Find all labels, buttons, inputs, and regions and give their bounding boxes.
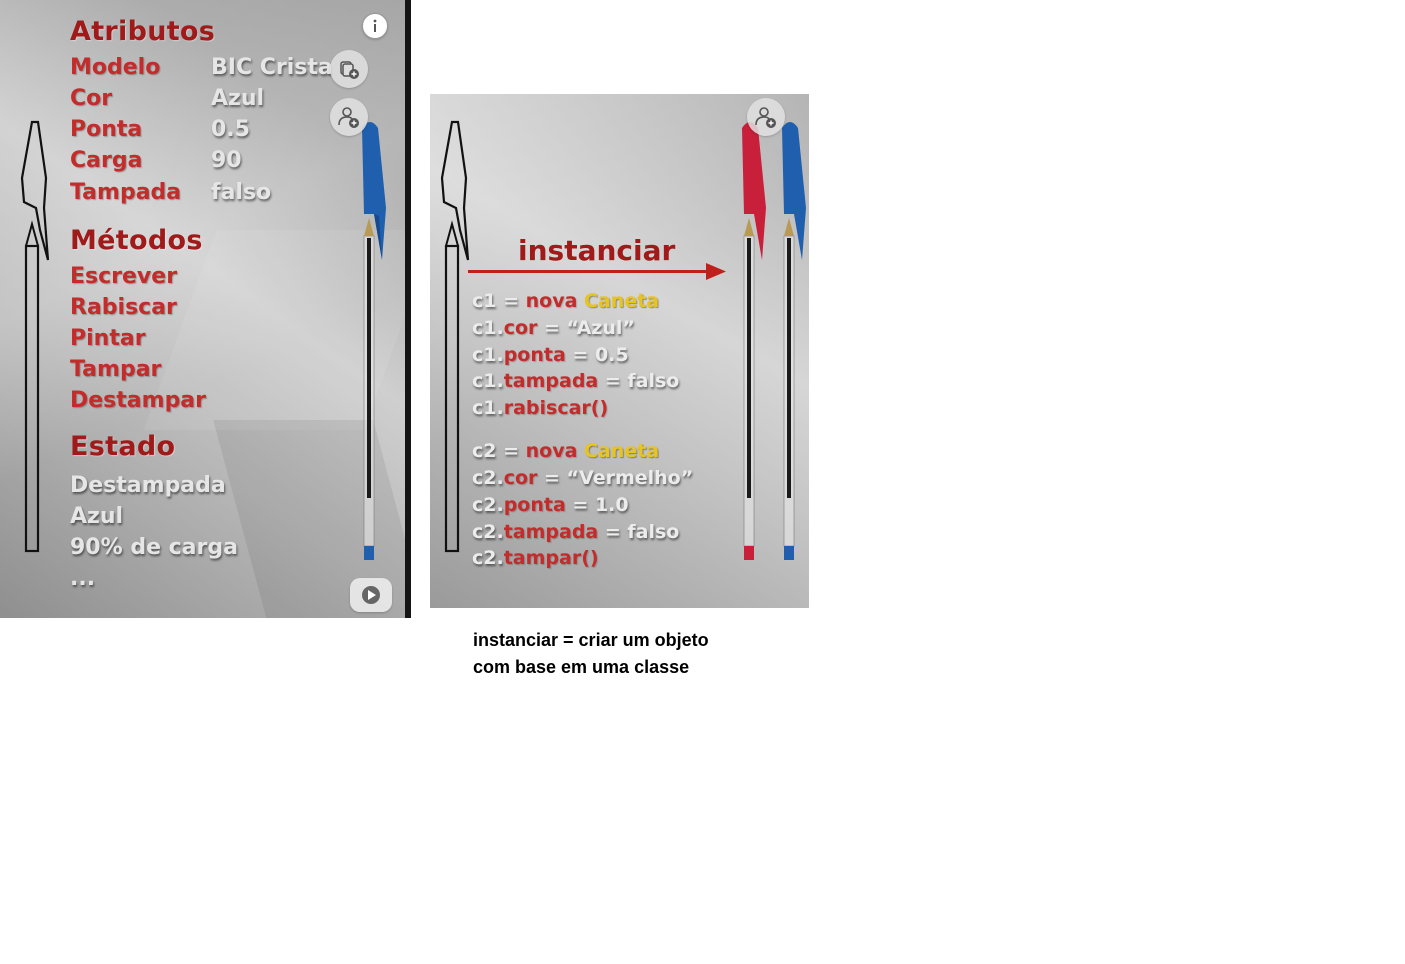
code-line: c1.rabiscar() (472, 397, 609, 419)
add-person-button[interactable] (330, 98, 368, 136)
blue-pen-image (362, 122, 386, 560)
person-add-icon (755, 107, 776, 128)
attr-name-ponta: Ponta (70, 117, 143, 142)
code-line: c2 = nova Caneta (472, 440, 660, 462)
attr-name-tampada: Tampada (70, 180, 182, 205)
panel-divider (405, 0, 411, 618)
attr-value-carga: 90 (211, 148, 242, 173)
clock-icon (340, 61, 359, 79)
caption-note: instanciar = criar um objeto com base em… (473, 627, 803, 681)
play-icon (362, 586, 380, 604)
code-line: c1 = nova Caneta (472, 290, 660, 312)
caption-line: com base em uma classe (473, 657, 690, 677)
info-button[interactable] (362, 13, 388, 39)
play-button[interactable] (350, 578, 392, 612)
code-line: c1.tampada = falso (472, 370, 680, 392)
attr-value-ponta: 0.5 (211, 117, 250, 142)
info-icon (373, 19, 377, 32)
methods-heading: Métodos (70, 225, 203, 256)
red-pen-image (742, 122, 766, 560)
attr-value-cor: Azul (211, 86, 265, 111)
watch-later-button[interactable] (330, 50, 368, 88)
attr-value-modelo: BIC Crista (211, 55, 333, 80)
attr-name-carga: Carga (70, 148, 143, 173)
method-item: Escrever (70, 264, 178, 289)
method-item: Rabiscar (70, 295, 177, 320)
instance-video-frame: instanciar c1 = nova Caneta c1.cor = “Az… (430, 94, 809, 608)
code-line: c2.tampada = falso (472, 521, 680, 543)
person-add-icon (338, 107, 359, 128)
attr-name-cor: Cor (70, 86, 113, 111)
code-line: c1.ponta = 0.5 (472, 344, 629, 366)
code-line: c1.cor = “Azul” (472, 317, 635, 339)
state-heading: Estado (70, 431, 176, 462)
code-line: c2.cor = “Vermelho” (472, 467, 694, 489)
pen-outline-drawing (20, 120, 50, 553)
class-video-frame: Atributos Modelo BIC Crista Cor Azul Pon… (0, 0, 405, 618)
blue-pen-image (782, 122, 806, 560)
add-person-button[interactable] (747, 98, 785, 136)
method-item: Tampar (70, 357, 162, 382)
arrow-right-icon (468, 263, 726, 280)
code-line: c2.ponta = 1.0 (472, 494, 629, 516)
instanciar-label: instanciar (518, 234, 676, 267)
attributes-heading: Atributos (70, 16, 216, 47)
code-line: c2.tampar() (472, 547, 599, 569)
method-item: Destampar (70, 388, 207, 413)
caption-line: instanciar = criar um objeto (473, 630, 709, 650)
attr-name-modelo: Modelo (70, 55, 161, 80)
method-item: Pintar (70, 326, 146, 351)
state-item: Destampada (70, 473, 226, 498)
state-item: Azul (70, 504, 124, 529)
attr-value-tampada: falso (211, 180, 272, 205)
pen-outline-drawing (440, 120, 470, 553)
state-item: 90% de carga (70, 535, 238, 560)
state-item: ... (70, 566, 96, 591)
